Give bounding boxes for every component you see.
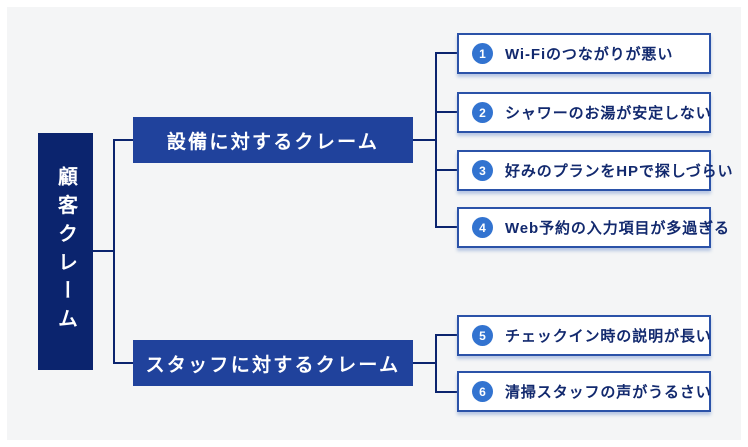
root-node-customer-complaints: 顧客クレーム [38, 133, 93, 370]
complaint-item-3-text: 好みのプランをHPで探しづらい [505, 163, 734, 180]
complaint-item-2-text: シャワーのお湯が安定しない [505, 105, 712, 122]
complaint-item-3: 3 好みのプランをHPで探しづらい [457, 150, 733, 191]
root-node-label: 顧客クレーム [54, 166, 77, 337]
connector-branch1-out [413, 139, 435, 141]
connector-branch2-stub [113, 362, 133, 364]
number-badge-2: 2 [472, 102, 493, 123]
number-badge-1: 1 [472, 43, 493, 64]
branch-facilities-label: 設備に対するクレーム [166, 131, 380, 153]
connector-group2-vertical [435, 334, 437, 393]
branch-node-staff: スタッフに対するクレーム [133, 340, 413, 386]
connector-left-vertical [113, 139, 115, 364]
connector-item3-stub [435, 169, 457, 171]
connector-branch2-out [413, 362, 435, 364]
branch-node-facilities: 設備に対するクレーム [133, 117, 413, 163]
complaint-item-1-text: Wi-Fiのつながりが悪い [505, 46, 674, 63]
complaint-item-4: 4 Web予約の入力項目が多過ぎる [457, 207, 729, 248]
connector-item2-stub [435, 111, 457, 113]
connector-group1-vertical [435, 52, 437, 228]
connector-item6-stub [435, 391, 457, 393]
connector-item4-stub [435, 226, 457, 228]
complaint-item-6-text: 清掃スタッフの声がうるさい [505, 384, 712, 401]
connector-item5-stub [435, 334, 457, 336]
connector-root-stub [93, 250, 113, 252]
branch-staff-label: スタッフに対するクレーム [145, 354, 401, 376]
number-badge-4: 4 [472, 217, 493, 238]
complaint-item-1: 1 Wi-Fiのつながりが悪い [457, 33, 711, 74]
number-badge-3: 3 [472, 160, 493, 181]
number-badge-6: 6 [472, 381, 493, 402]
complaint-item-4-text: Web予約の入力項目が多過ぎる [505, 220, 730, 237]
complaint-item-5-text: チェックイン時の説明が長い [505, 328, 712, 345]
number-badge-5: 5 [472, 325, 493, 346]
complaint-item-6: 6 清掃スタッフの声がうるさい [457, 371, 711, 412]
connector-item1-stub [435, 52, 457, 54]
connector-branch1-stub [113, 139, 133, 141]
complaint-item-2: 2 シャワーのお湯が安定しない [457, 92, 711, 133]
complaint-item-5: 5 チェックイン時の説明が長い [457, 315, 711, 356]
